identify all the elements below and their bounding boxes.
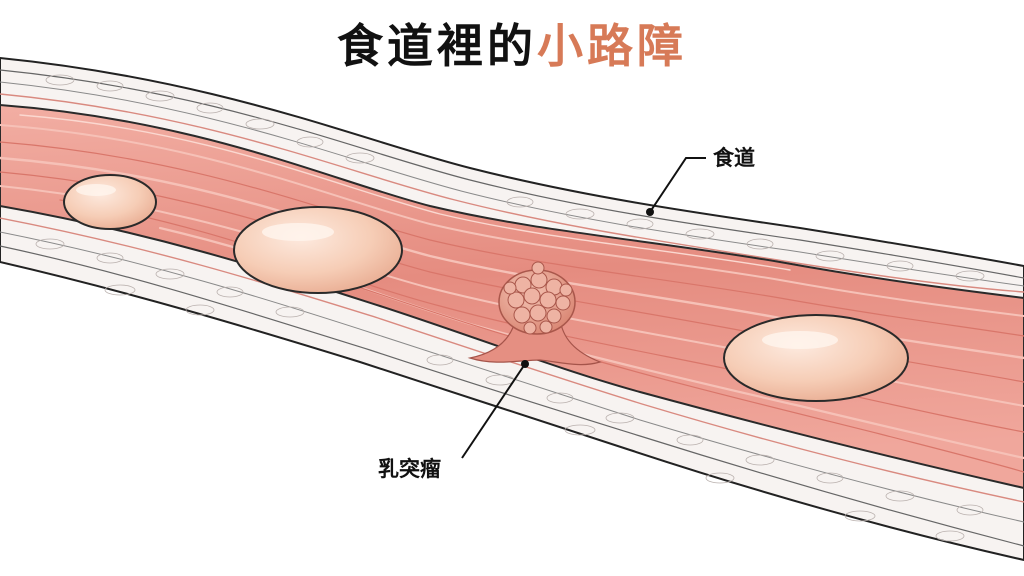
bolus-highlight [762, 331, 838, 349]
page-title: 食道裡的小路障 [0, 14, 1024, 78]
callout-dot-papilloma [521, 360, 529, 368]
callout-line-esophagus [649, 157, 706, 213]
papilloma [498, 261, 576, 335]
wall-cell-texture [35, 74, 985, 542]
papilloma-stalk [467, 317, 602, 366]
wall-layer-line [0, 231, 1024, 523]
food-bolus [63, 174, 157, 230]
callout-dot-esophagus [646, 208, 654, 216]
bolus-highlight [262, 223, 334, 241]
callout-line-papilloma [461, 363, 526, 459]
label-esophagus: 食道 [713, 146, 755, 170]
wall-layer-line [0, 217, 1024, 503]
title-text: 食道裡的 [337, 19, 537, 73]
label-papilloma: 乳突瘤 [378, 457, 441, 481]
wall-layer-line [0, 81, 1024, 287]
wall-layer-line [0, 69, 1024, 279]
title-highlight: 小路障 [537, 19, 687, 73]
wall-layer-line [0, 93, 1024, 293]
food-bolus [233, 206, 403, 294]
food-bolus [723, 314, 909, 402]
bolus-highlight [76, 184, 116, 196]
